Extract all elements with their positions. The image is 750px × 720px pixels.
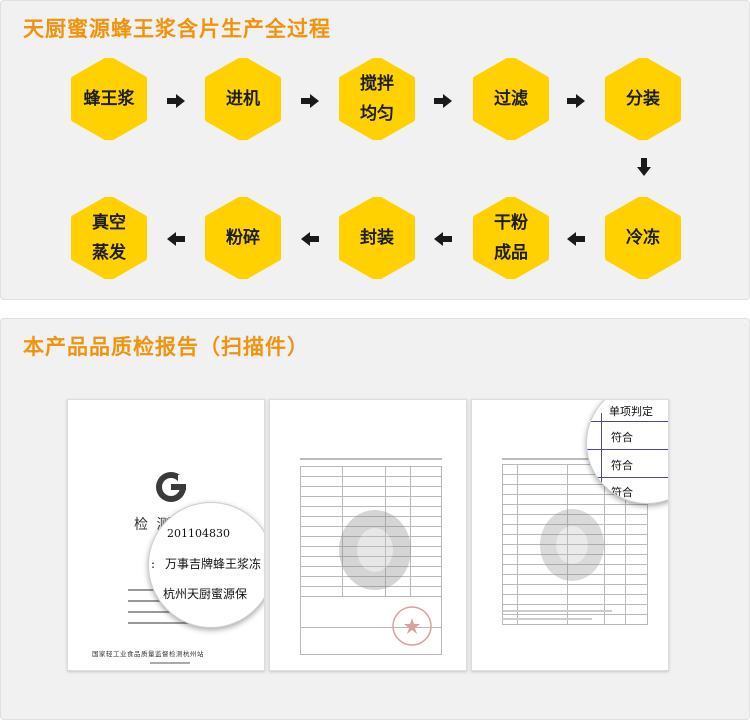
hexagon-shape [205,197,281,279]
report-detail-page [269,399,467,671]
hexagon-shape [339,197,415,279]
step-feed-in: 进机 [202,58,284,140]
step-vacuum-evaporate: 真空 蒸发 [68,197,150,279]
company-name: 杭州天厨蜜源保 [163,587,248,601]
quality-report-panel: 本产品品质检报告（扫描件） 检 测 国家轻工业食品质量监督检测杭州站 20110… [0,318,750,720]
arrow-right-icon [567,94,585,108]
report-title: 本产品品质检报告（扫描件） [23,335,309,359]
cover-date-line [150,662,190,664]
inspection-logo-icon [156,472,188,502]
hexagon-shape [71,58,147,140]
step-label: 封装 [360,228,394,248]
cover-footer: 国家轻工业食品质量监督检测杭州站 [92,650,204,658]
step-label: 干粉 成品 [494,213,528,263]
hexagon-shape [205,58,281,140]
red-seal-icon [392,606,432,646]
step-seal: 封装 [336,197,418,279]
production-process-panel: 天厨蜜源蜂王浆含片生产全过程 蜂王浆 进机 搅拌 均匀 过滤 分装冷冻 干粉 成品 封装 粉碎… [0,0,750,300]
hexagon-shape [71,197,147,279]
arrow-left-icon [167,232,185,246]
step-label: 冷冻 [626,228,660,248]
cover-magnifier: 201104830 : 万事吉牌蜂王浆冻 杭州天厨蜜源保 [148,502,264,628]
verdict-header: 单项判定 [609,405,653,418]
hexagon-shape [473,58,549,140]
production-title: 天厨蜜源蜂王浆含片生产全过程 [23,17,331,41]
step-royal-jelly: 蜂王浆 [68,58,150,140]
hexagon-shape [473,197,549,279]
step-label: 搅拌 均匀 [360,74,394,124]
step-freeze: 冷冻 [602,197,684,279]
step-crush: 粉碎 [202,197,284,279]
hexagon-shape [605,197,681,279]
step-mix: 搅拌 均匀 [336,58,418,140]
report-number: 201104830 [167,527,230,540]
step-label: 粉碎 [226,228,260,248]
arrow-right-icon [301,94,319,108]
product-name: 万事吉牌蜂王浆冻 [165,557,262,571]
report-cover-page: 检 测 国家轻工业食品质量监督检测杭州站 201104830 : 万事吉牌蜂王浆… [67,399,265,671]
verdict-row: 符合 [611,431,633,444]
watermark-stamp-icon [339,510,411,590]
step-dispense: 分装 [602,58,684,140]
arrow-left-icon [434,232,452,246]
verdict-row: 符合 [611,486,633,499]
watermark-stamp-icon [540,509,604,581]
arrow-down-icon [637,158,651,176]
hexagon-shape [339,58,415,140]
arrow-right-icon [434,94,452,108]
step-filter: 过滤 [470,58,552,140]
verdict-row: 符合 [611,459,633,472]
step-label: 进机 [226,89,260,109]
step-label: 蜂王浆 [83,89,135,109]
report-results-page: 单项判定 符合 符合 符合 [471,399,669,671]
step-label: 分装 [626,89,660,109]
arrow-right-icon [167,94,185,108]
hexagon-shape [605,58,681,140]
arrow-left-icon [567,232,585,246]
step-label: 真空 蒸发 [92,213,126,263]
step-dry-powder: 干粉 成品 [470,197,552,279]
step-label: 过滤 [494,89,528,109]
colon-text: : [151,557,156,571]
detail-table [299,466,443,655]
arrow-left-icon [301,232,319,246]
